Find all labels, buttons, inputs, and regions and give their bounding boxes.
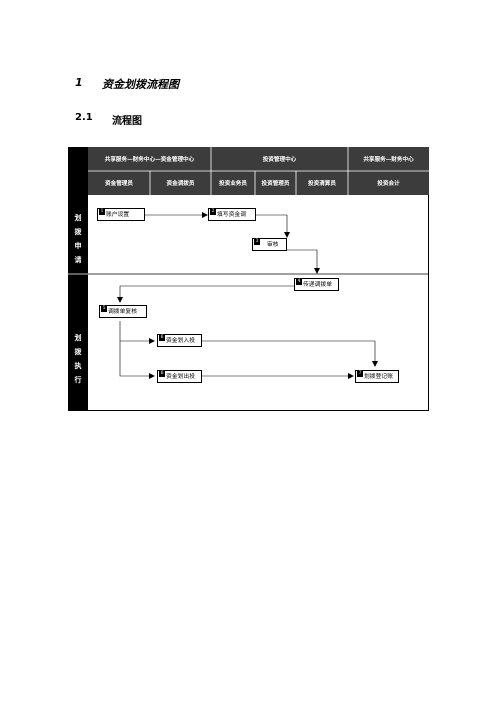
step-number: 3 [254,239,260,245]
role-header: 投资业务员 [219,181,247,187]
role-header: 资金调拨员 [166,181,195,187]
step-number: 4 [296,279,302,285]
flowchart-graphics [68,147,429,411]
department-header: 共享服务—财务中心 [363,157,414,163]
step-label: 审核 [267,242,279,248]
step-number: 5 [101,306,107,312]
process-step: 5调拨单复核 [99,305,147,318]
process-step: 6资金划入投 [157,334,202,347]
department-header: 投资管理中心 [262,157,297,163]
role-header: 资金管理员 [105,181,133,187]
process-step: 1账户设置 [97,208,145,221]
step-label: 传递调拨单 [303,282,332,288]
phase-label-char: 划 [74,214,82,222]
process-step: 2填写资金调 [208,208,256,221]
role-header: 投资管理员 [261,181,290,187]
role-header: 投资清算员 [308,181,336,187]
phase-label-char: 拨 [74,348,82,356]
step-label: 资金划出投 [166,374,195,380]
step-label: 资金划入投 [166,338,195,344]
step-number: 6 [159,371,165,377]
subsection-number: 2.1 [75,112,93,123]
phase-label-char: 划 [74,334,82,342]
process-step: 3 审核 [252,238,287,251]
phase-label-char: 行 [74,376,82,384]
process-step: 6资金划出投 [157,370,202,383]
step-label: 调拨单复核 [108,309,137,315]
step-number: 6 [159,335,165,341]
process-step: 4传递调拨单 [294,278,339,291]
phase-label-char: 申 [74,242,82,250]
section-number: 1 [75,76,83,89]
department-header: 共享服务—财务中心—资金管理中心 [104,157,195,163]
step-label: 划拨登记账 [364,374,393,380]
section-title: 资金划拨流程图 [102,78,179,91]
phase-label-char: 拨 [74,228,82,236]
step-number: 7 [357,371,363,377]
phase-label-char: 执 [74,362,82,370]
role-header: 投资会计 [377,181,400,187]
step-label: 填写资金调 [217,212,246,218]
step-label: 账户设置 [106,212,130,218]
process-step: 7划拨登记账 [355,370,399,383]
flowchart: 共享服务—财务中心—资金管理中心 投资管理中心 共享服务—财务中心 资金管理员 … [68,147,429,411]
step-number: 1 [99,209,105,215]
step-number: 2 [210,209,216,215]
phase-label-char: 请 [74,256,82,264]
subsection-title: 流程图 [112,116,142,127]
